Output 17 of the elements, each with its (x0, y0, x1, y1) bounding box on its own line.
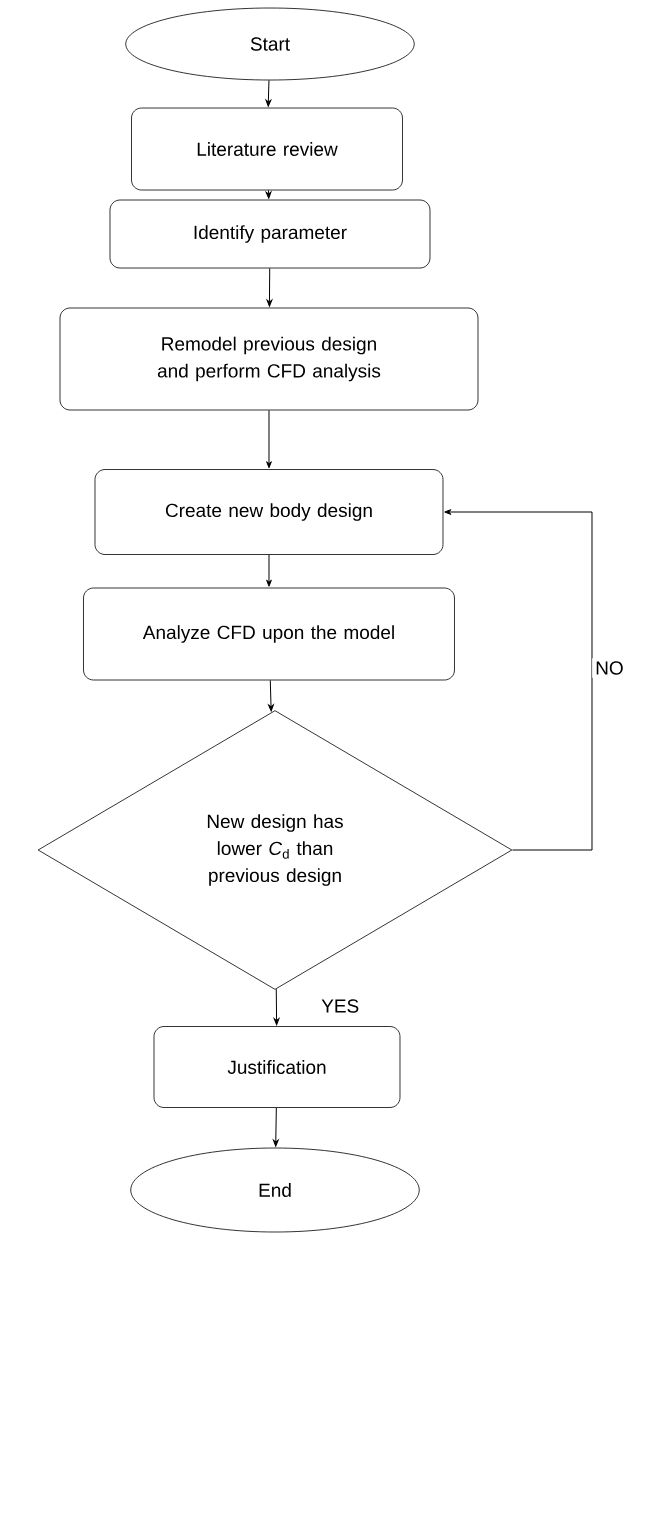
process-box: Justification (153, 1026, 401, 1108)
process-box: Create new body design (94, 469, 444, 555)
arrow (266, 267, 273, 307)
process-box: Literature review (131, 107, 403, 191)
process-box: Analyze CFD upon the model (83, 587, 455, 681)
arrow (266, 554, 272, 587)
process-box: Identify parameter (109, 199, 431, 269)
edge-label: YES (321, 999, 359, 1013)
edge-label: NO (592, 658, 627, 678)
process-box: Remodel previous design and perform CFD analysis (59, 307, 479, 411)
arrow (266, 409, 272, 469)
arrow (268, 679, 274, 712)
arrow (265, 189, 272, 199)
arrow (272, 1107, 279, 1147)
arrow (273, 988, 280, 1026)
arrow (265, 79, 272, 107)
arrow (444, 509, 593, 851)
